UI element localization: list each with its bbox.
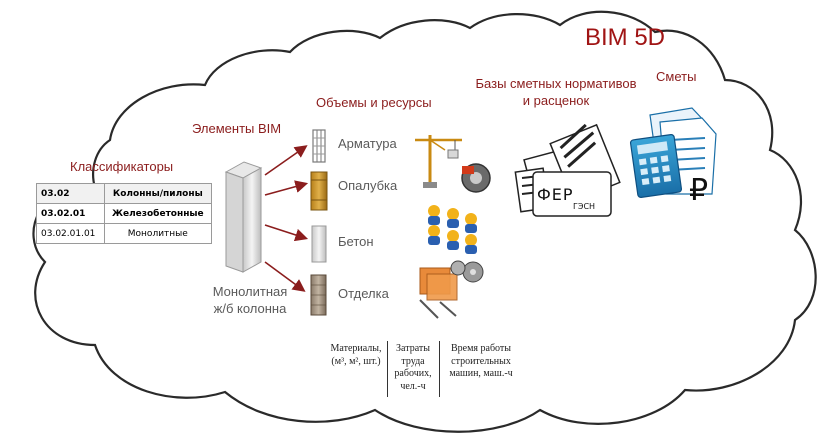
units-machines-line: машин, маш.-ч bbox=[449, 368, 513, 379]
units-separator bbox=[439, 341, 440, 397]
finishing-tools-icon bbox=[419, 260, 484, 319]
classifier-name: Монолитные bbox=[103, 223, 213, 244]
resource-arrows bbox=[264, 145, 309, 292]
column-label-line1: Монолитная bbox=[212, 284, 288, 299]
cloud-shape bbox=[32, 10, 817, 433]
classifier-code: 03.02.01 bbox=[36, 203, 105, 224]
classifier-row: 03.02.01.01 Монолитные bbox=[36, 223, 213, 244]
units-machines-line: строительных bbox=[451, 355, 511, 367]
column-label-line2: ж/б колонна bbox=[213, 301, 287, 317]
diagram-title: BIM 5D bbox=[585, 24, 666, 51]
classifier-name: Колонны/пилоны bbox=[103, 183, 213, 204]
units-labor-line: рабочих, bbox=[394, 368, 432, 379]
finishing-column-icon bbox=[310, 274, 327, 316]
units-labor-line: труда bbox=[401, 355, 425, 367]
units-machines: Время работы строительных машин, маш.-ч bbox=[443, 343, 519, 381]
classifier-row: 03.02 Колонны/пилоны bbox=[36, 183, 213, 204]
units-labor-line: чел.-ч bbox=[400, 380, 426, 392]
norm-bases-label: Базы сметных нормативов и расценок bbox=[468, 76, 644, 109]
units-materials-line: (м³, м², шт.) bbox=[331, 355, 381, 367]
classifier-table: 03.02 Колонны/пилоны 03.02.01 Железобето… bbox=[36, 183, 213, 244]
classifier-row: 03.02.01 Железобетонные bbox=[36, 203, 213, 224]
norm-bases-line1: Базы сметных нормативов bbox=[475, 76, 637, 91]
resource-label-finishing: Отделка bbox=[338, 286, 389, 301]
concrete-column-icon bbox=[311, 225, 327, 263]
classifier-name: Железобетонные bbox=[103, 203, 213, 224]
classifier-code: 03.02.01.01 bbox=[36, 223, 105, 244]
monolithic-column-icon bbox=[224, 161, 263, 273]
units-labor-line: Затраты bbox=[396, 343, 430, 354]
units-separator bbox=[387, 341, 388, 397]
calculator-icon bbox=[629, 134, 683, 198]
bim-elements-label: Элементы BIM bbox=[192, 121, 282, 136]
ruble-icon: ₽ bbox=[689, 173, 709, 208]
norm-card-sub: ГЭСН bbox=[573, 202, 596, 211]
norm-card-main: ФЕР bbox=[537, 185, 574, 204]
formwork-column-icon bbox=[310, 171, 328, 211]
norm-documents-icon bbox=[514, 123, 621, 217]
norm-bases-line2: и расценок bbox=[522, 93, 590, 109]
units-materials-line: Материалы, bbox=[330, 343, 382, 354]
units-machines-line: Время работы bbox=[450, 343, 512, 354]
resource-label-formwork: Опалубка bbox=[338, 178, 398, 193]
classifier-code: 03.02 bbox=[36, 183, 105, 204]
estimates-label: Сметы bbox=[656, 69, 697, 84]
column-label: Монолитная ж/б колонна bbox=[198, 284, 302, 317]
resource-label-concrete: Бетон bbox=[338, 234, 374, 249]
rebar-column-icon bbox=[312, 129, 326, 163]
crane-machinery-icon bbox=[415, 135, 491, 193]
units-labor: Затраты труда рабочих, чел.-ч bbox=[391, 343, 435, 393]
units-materials: Материалы, (м³, м², шт.) bbox=[328, 343, 384, 368]
volumes-resources-label: Объемы и ресурсы bbox=[316, 95, 432, 110]
resource-label-rebar: Арматура bbox=[338, 136, 397, 151]
workers-icon bbox=[428, 205, 477, 254]
classifiers-label: Классификаторы bbox=[70, 159, 174, 174]
